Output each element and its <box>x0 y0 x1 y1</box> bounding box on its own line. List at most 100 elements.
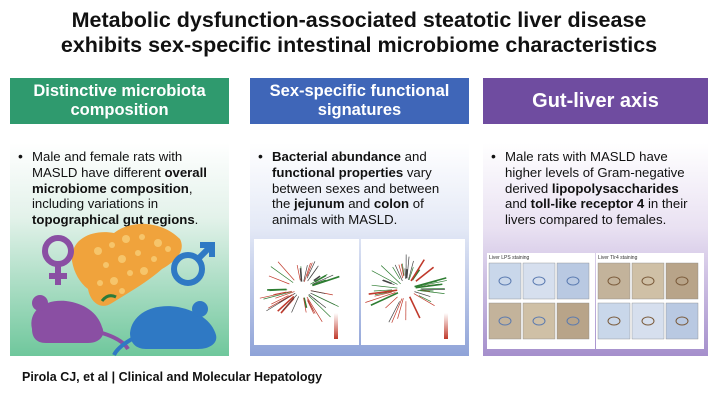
tree-branch <box>304 262 311 282</box>
rat-icon <box>112 301 217 356</box>
tree-branches-jejunum <box>259 261 340 323</box>
micrograph-tiles <box>488 262 699 340</box>
tree-branch <box>401 263 405 276</box>
tree-branch <box>374 291 392 297</box>
tree-branch <box>368 289 398 295</box>
tree-branch <box>414 291 431 297</box>
micrograph-vessel <box>498 316 512 326</box>
micrograph-vessel <box>641 316 655 326</box>
column-gut-liver: Gut-liver axis <box>483 78 708 124</box>
micrograph-figures: Liver LPS staining Liver Tlr4 staining <box>487 253 704 349</box>
citation-footer: Pirola CJ, et al | Clinical and Molecula… <box>22 370 323 384</box>
tree-branch <box>277 261 295 281</box>
micrograph-tlr4-title: Liver Tlr4 staining <box>598 255 638 261</box>
tree-branch <box>291 296 300 313</box>
tree-branch <box>312 274 334 285</box>
tree-branch <box>415 283 443 289</box>
tree-branch <box>371 270 398 285</box>
tree-branch <box>267 288 287 291</box>
liver-icon <box>71 223 182 306</box>
tree-branch <box>307 300 315 314</box>
tree-branch <box>388 301 400 323</box>
rats-liver-illustration <box>31 223 217 356</box>
tree-branch <box>308 294 327 309</box>
micrograph-tile <box>488 262 522 300</box>
tree-branch <box>408 296 421 319</box>
micrograph-vessel <box>675 276 689 286</box>
tree-branch <box>380 265 401 285</box>
micrograph-vessel <box>566 316 580 326</box>
tree-branch <box>373 289 393 292</box>
tree-branch <box>370 292 399 307</box>
tree-branch <box>397 298 404 319</box>
micrograph-tile <box>631 302 665 340</box>
tree-branch <box>306 296 323 323</box>
micrograph-tile <box>597 262 631 300</box>
cladogram-colon <box>361 239 465 345</box>
tree-branch <box>404 268 406 279</box>
tree-branch <box>278 295 292 304</box>
tree-branch <box>400 263 404 277</box>
scale-legend-colon <box>444 313 448 339</box>
title-line-2: exhibits sex-specific intestinal microbi… <box>60 33 658 57</box>
tree-branch <box>277 295 295 312</box>
tree-branch <box>414 277 447 288</box>
micrograph-vessel <box>607 276 621 286</box>
micrograph-vessel <box>566 276 580 286</box>
tree-branch <box>415 280 447 288</box>
main-title: Metabolic dysfunction-associated steatot… <box>10 8 708 58</box>
header-composition-line1: Distinctive microbiota <box>33 82 206 100</box>
tree-branch <box>306 262 313 277</box>
tree-branch <box>421 290 431 292</box>
cladogram-jejunum <box>254 239 359 345</box>
micrograph-tile <box>522 302 556 340</box>
micrograph-tile <box>665 302 699 340</box>
micrograph-tile <box>597 302 631 340</box>
tree-branch <box>282 294 298 311</box>
micrograph-tile <box>556 302 590 340</box>
scale-legend-jejunum <box>334 313 338 339</box>
micrograph-tile <box>665 262 699 300</box>
tree-branch <box>296 264 301 281</box>
header-functional-line2: signatures <box>317 101 402 119</box>
tree-branch <box>275 291 295 299</box>
tree-branch <box>309 267 318 279</box>
tree-branch <box>394 264 403 282</box>
micrograph-vessel <box>641 276 655 286</box>
tree-branch <box>273 291 287 295</box>
tree-branch <box>415 266 435 282</box>
bullet-composition: • Male and female rats with MASLD have d… <box>18 148 207 228</box>
header-functional-line1: Sex-specific functional <box>269 82 450 100</box>
tree-branch <box>418 295 432 302</box>
bullet-gut-liver: • Male rats with MASLD have higher level… <box>491 148 688 228</box>
tree-branch <box>299 268 303 282</box>
micrograph-tile <box>522 262 556 300</box>
micrograph-vessel <box>498 276 512 286</box>
micrograph-tile <box>631 262 665 300</box>
tree-branch <box>314 274 327 283</box>
tree-branch <box>408 267 414 281</box>
tree-branch <box>312 275 340 287</box>
tree-branch <box>371 284 398 289</box>
micrograph-vessel <box>607 316 621 326</box>
male-symbol-icon <box>171 242 215 286</box>
tree-branch <box>310 290 326 294</box>
micrograph-vessel <box>675 316 689 326</box>
tree-branch <box>365 292 396 303</box>
tree-branch <box>398 264 404 279</box>
tree-branch <box>307 299 316 314</box>
cladogram-figures <box>254 239 465 345</box>
tree-branch <box>303 297 307 313</box>
tree-branch <box>391 298 403 323</box>
tree-branch <box>267 294 293 309</box>
title-line-1: Metabolic dysfunction-associated steatot… <box>71 8 647 32</box>
tree-branch <box>259 290 293 299</box>
tree-branch <box>410 259 425 282</box>
tree-branch <box>271 295 289 305</box>
tree-branch <box>303 297 308 309</box>
tree-branches-colon <box>365 254 447 323</box>
